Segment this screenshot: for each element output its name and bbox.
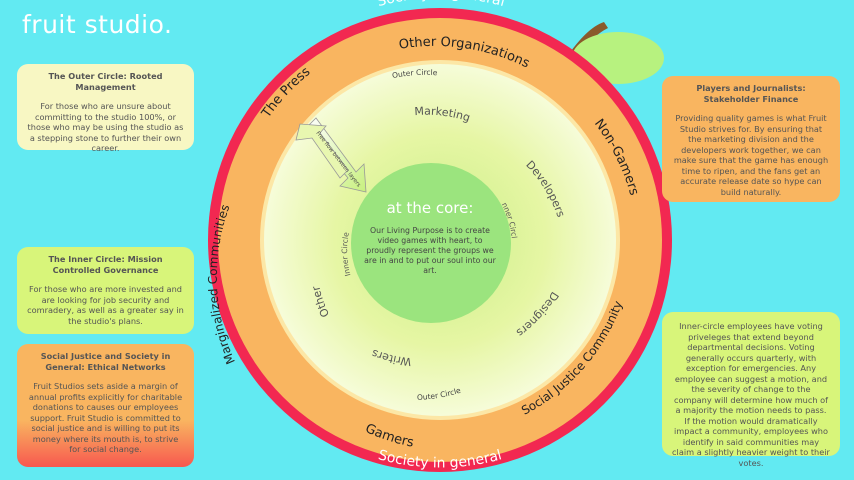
voting-box-body: Inner-circle employees have voting prive… — [672, 321, 830, 468]
outer-circle-box-title: The Outer Circle: Rooted Management — [48, 71, 163, 92]
social-justice-box-body: Fruit Studios sets aside a margin of ann… — [28, 381, 183, 454]
core-circle — [351, 163, 511, 323]
core-text-line: video games with heart, to — [377, 236, 482, 245]
players-journalists-box-body: Providing quality games is what Fruit St… — [673, 113, 829, 197]
core-text-line: are in and to put our soul into our — [364, 256, 496, 265]
social-justice-box: Social Justice and Society in General: E… — [17, 344, 194, 467]
studio-logo: fruit studio. — [22, 10, 173, 39]
players-journalists-box-title: Players and Journalists: Stakeholder Fin… — [696, 83, 806, 104]
inner-circle-box: The Inner Circle: Mission Controlled Gov… — [17, 247, 194, 334]
outer-circle-box: The Outer Circle: Rooted Management For … — [17, 64, 194, 153]
core-text-line: art. — [423, 266, 437, 275]
outer-circle-box-body: For those who are unsure about committin… — [27, 101, 184, 153]
inner-circle-box-body: For those who are more invested and are … — [27, 284, 184, 326]
inner-circle-box-title: The Inner Circle: Mission Controlled Gov… — [48, 254, 163, 275]
core-text: Our Living Purpose is to create video ga… — [364, 226, 496, 275]
players-journalists-box: Players and Journalists: Stakeholder Fin… — [662, 76, 840, 202]
core-text-line: Our Living Purpose is to create — [370, 226, 490, 235]
core-title: at the core: — [387, 199, 474, 217]
inner-circle-left-label: Inner Circle — [340, 231, 352, 277]
voting-box: Inner-circle employees have voting prive… — [662, 312, 840, 468]
core-text-line: proudly represent the groups we — [366, 246, 494, 255]
social-justice-box-title: Social Justice and Society in General: E… — [40, 351, 171, 372]
